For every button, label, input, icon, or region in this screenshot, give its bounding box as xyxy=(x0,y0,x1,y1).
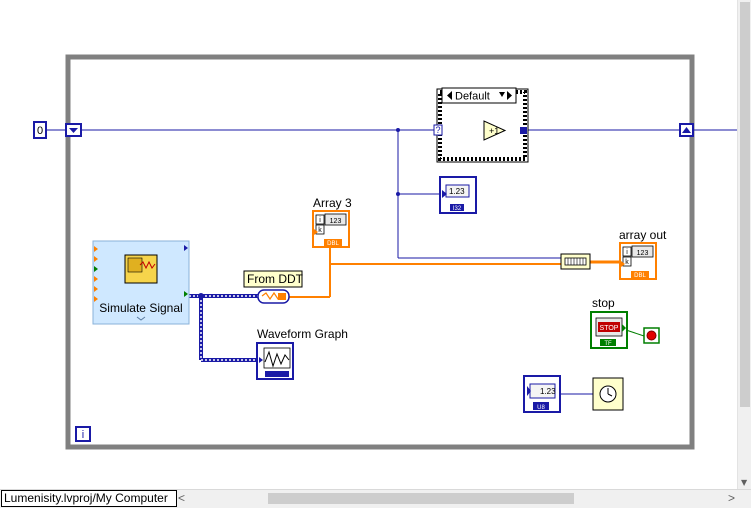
expand-chevron-icon[interactable] xyxy=(136,316,146,321)
shift-register-right[interactable] xyxy=(679,123,694,137)
array-out-label[interactable]: array out xyxy=(619,228,667,242)
svg-text:I32: I32 xyxy=(453,206,462,212)
svg-text:+1: +1 xyxy=(489,126,499,136)
array-out-indicator[interactable]: i k 123 DBL xyxy=(619,242,657,280)
simulate-signal-express-vi[interactable]: Simulate Signal xyxy=(92,240,190,325)
waveform-graph-terminal[interactable] xyxy=(256,342,294,380)
iteration-terminal[interactable]: i xyxy=(75,426,91,442)
block-diagram-svg: 0 Default ? +1 1.23 I32 i k 123 xyxy=(33,54,737,450)
scroll-left-arrow-icon[interactable]: < xyxy=(178,491,186,505)
svg-text:STOP: STOP xyxy=(600,325,619,332)
svg-text:i: i xyxy=(626,249,628,256)
svg-text:From DDT: From DDT xyxy=(247,272,304,286)
svg-text:?: ? xyxy=(435,125,440,135)
svg-text:DBL: DBL xyxy=(634,273,646,279)
svg-text:Default: Default xyxy=(455,91,490,103)
case-next-arrow[interactable] xyxy=(507,91,512,100)
svg-text:TF: TF xyxy=(604,341,612,347)
horizontal-scroll-thumb[interactable] xyxy=(268,493,574,504)
project-path[interactable]: Lumenisity.lvproj/My Computer xyxy=(1,490,177,507)
shift-register-left[interactable] xyxy=(65,123,82,137)
block-diagram-canvas[interactable]: 0 Default ? +1 1.23 I32 i k 123 xyxy=(0,0,737,489)
stop-button-terminal[interactable]: STOP TF xyxy=(590,311,628,349)
scroll-right-arrow-icon[interactable]: > xyxy=(727,491,735,505)
svg-text:1.23: 1.23 xyxy=(540,387,556,396)
case-prev-arrow[interactable] xyxy=(447,91,452,100)
increment-node[interactable]: +1 xyxy=(483,120,507,141)
case-selector[interactable] xyxy=(441,87,517,104)
array-3-label[interactable]: Array 3 xyxy=(313,196,352,210)
build-array-node[interactable] xyxy=(560,253,591,270)
numeric-constant-zero[interactable]: 0 xyxy=(33,121,47,139)
svg-text:k: k xyxy=(318,227,322,234)
svg-text:0: 0 xyxy=(37,125,43,137)
simulate-signal-icon xyxy=(124,254,158,284)
array-3-indicator[interactable]: i k 123 DBL xyxy=(312,210,350,248)
horizontal-scrollbar[interactable]: < > xyxy=(176,490,737,507)
svg-text:123: 123 xyxy=(330,218,342,225)
svg-text:123: 123 xyxy=(637,250,649,257)
waveform-graph-label[interactable]: Waveform Graph xyxy=(257,327,348,341)
svg-text:DBL: DBL xyxy=(327,241,339,247)
scroll-down-arrow-icon[interactable]: ▼ xyxy=(741,478,748,487)
svg-text:1.23: 1.23 xyxy=(449,187,465,196)
status-bar: Lumenisity.lvproj/My Computer < > xyxy=(0,489,751,508)
svg-text:U8: U8 xyxy=(537,405,545,411)
numeric-control-u8[interactable]: 1.23 U8 xyxy=(523,375,561,413)
svg-text:Simulate Signal: Simulate Signal xyxy=(99,301,182,315)
stop-label[interactable]: stop xyxy=(592,296,615,310)
vertical-scrollbar[interactable]: ▼ xyxy=(737,0,751,489)
svg-text:i: i xyxy=(319,217,321,224)
wait-ms-node[interactable] xyxy=(592,377,624,411)
vertical-scroll-thumb[interactable] xyxy=(740,2,750,407)
dynamic-data-wires xyxy=(189,293,258,362)
svg-text:i: i xyxy=(82,429,84,441)
svg-text:k: k xyxy=(625,259,629,266)
case-dropdown-arrow[interactable] xyxy=(499,92,505,97)
from-ddt-node[interactable]: From DDT xyxy=(243,270,304,304)
numeric-indicator-i32[interactable]: 1.23 I32 xyxy=(439,176,477,214)
while-loop-border[interactable] xyxy=(65,54,695,450)
case-structure[interactable]: Default ? xyxy=(433,87,529,163)
loop-condition-terminal[interactable] xyxy=(643,327,660,344)
